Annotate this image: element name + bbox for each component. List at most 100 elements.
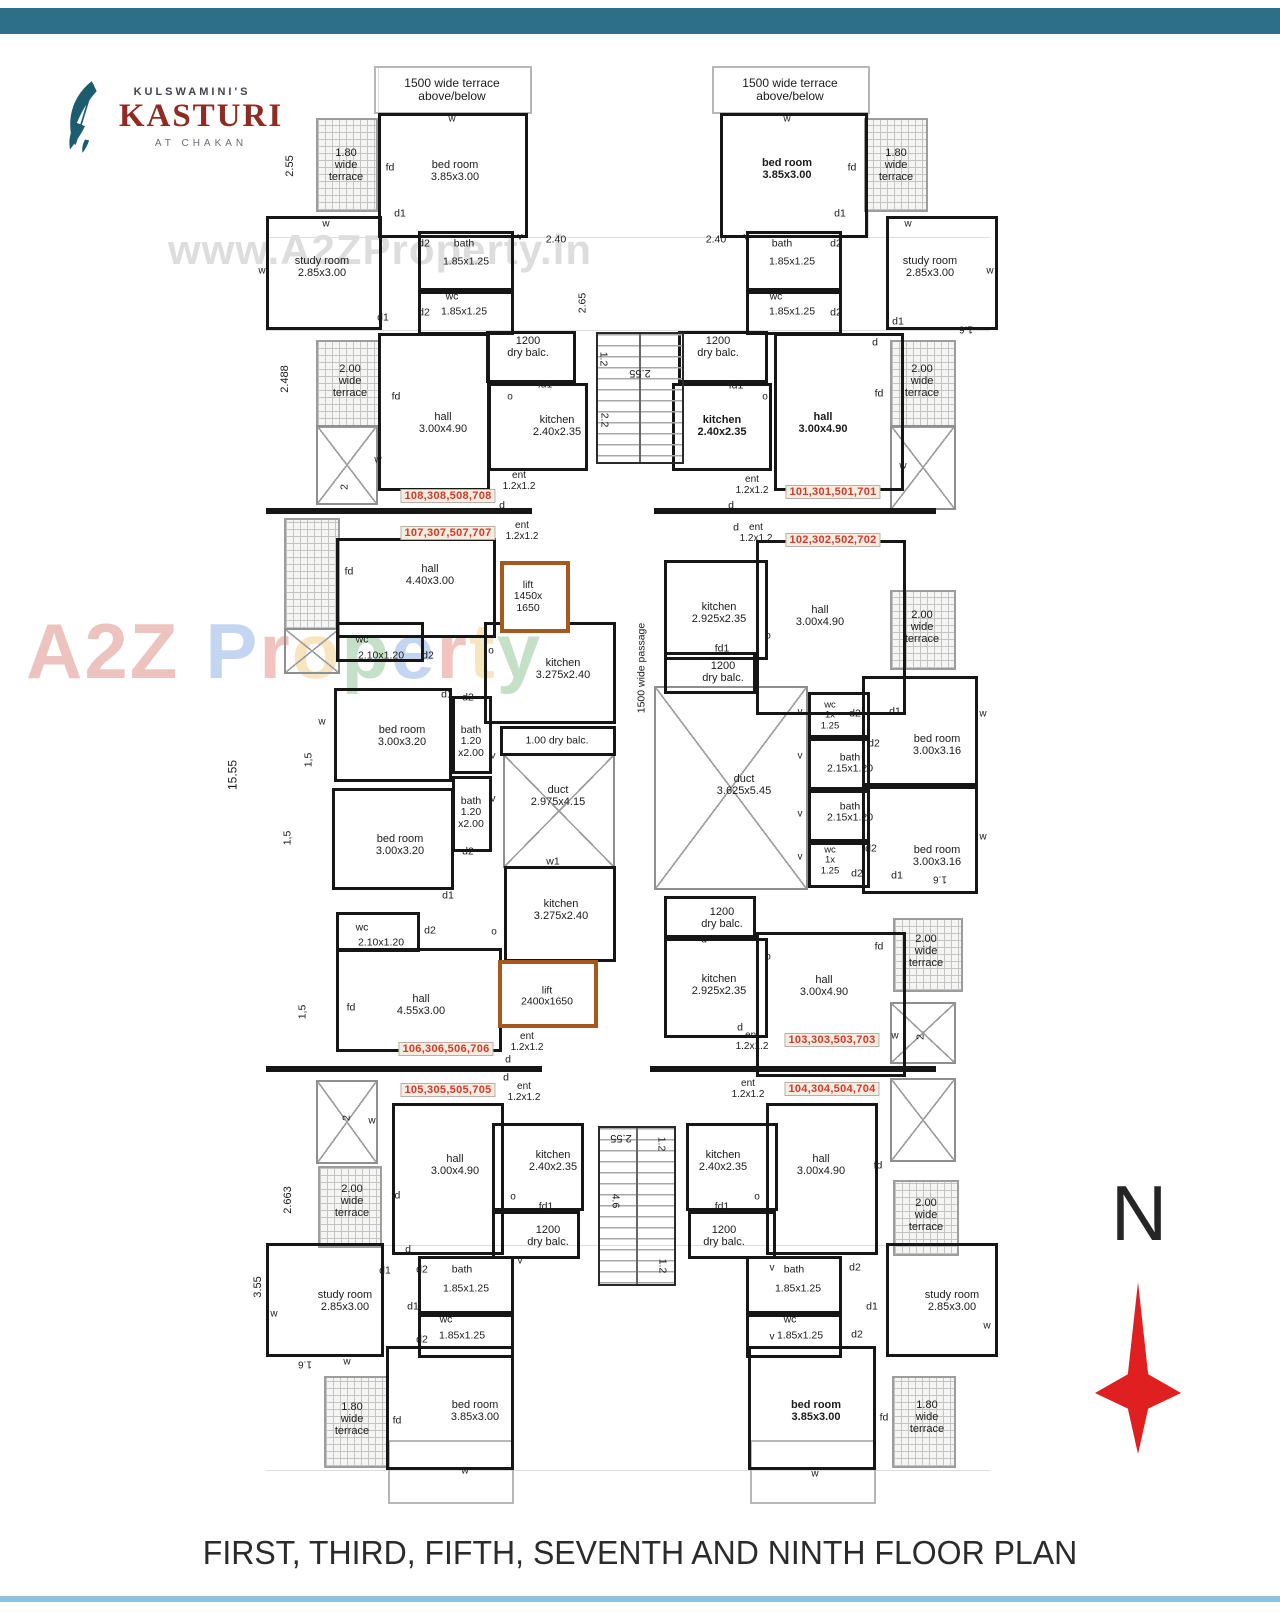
plan-text-label: d1 bbox=[892, 315, 904, 328]
plan-text-label: hall 4.55x3.00 bbox=[396, 993, 446, 1017]
plan-text-label: kitchen 2.40x2.35 bbox=[528, 1149, 578, 1173]
plan-text-label: ent 1.2x1.2 bbox=[505, 520, 539, 542]
plan-text-label: d1 bbox=[379, 1264, 391, 1277]
plan-text-label: 1.80 wide terrace bbox=[909, 1399, 945, 1435]
plan-text-label: fd bbox=[385, 161, 395, 174]
plan-text-label: duct 2.975x4.15 bbox=[530, 784, 586, 808]
plan-text-label: 1.2 bbox=[656, 1258, 669, 1274]
room-wall bbox=[688, 1211, 776, 1259]
plan-text-label: w bbox=[979, 831, 987, 843]
lift-shaft bbox=[498, 960, 598, 1028]
plan-text-label: ent 1.2x1.2 bbox=[739, 522, 773, 544]
plan-text-label: d2 bbox=[424, 924, 436, 937]
plan-text-label: o bbox=[762, 391, 768, 403]
plan-text-label: d1 bbox=[377, 311, 389, 324]
plan-text-label: kitchen 2.925x2.35 bbox=[691, 973, 747, 997]
plan-text-label: 1.85x1.25 bbox=[768, 305, 816, 318]
plan-text-label: w bbox=[983, 1320, 991, 1332]
plan-text-label: o bbox=[488, 645, 494, 657]
plan-text-label: wc bbox=[445, 290, 459, 303]
terrace-hatch bbox=[316, 340, 380, 428]
plan-text-label: 1.85x1.25 bbox=[774, 1282, 822, 1295]
plan-text-label: fd bbox=[392, 1414, 402, 1427]
room-wall bbox=[488, 383, 588, 471]
plan-text-label: w bbox=[904, 218, 912, 230]
terrace-outline bbox=[750, 1440, 876, 1504]
plan-text-label: d1 bbox=[442, 889, 454, 902]
room-wall bbox=[808, 790, 870, 842]
watermark-letter: p bbox=[341, 607, 392, 695]
terrace-hatch bbox=[324, 1376, 388, 1468]
plan-text-label: o bbox=[765, 951, 771, 963]
plan-text-label: d2 bbox=[416, 1263, 428, 1276]
plan-text-label: bath bbox=[453, 237, 475, 250]
plan-text-label: study room 2.85x3.00 bbox=[924, 1289, 980, 1313]
unit-number-label: 101,301,501,701 bbox=[785, 485, 881, 499]
plan-text-label: hall 3.00x4.90 bbox=[795, 604, 845, 628]
plan-text-label: d2 bbox=[416, 1333, 428, 1346]
plan-text-label: fd bbox=[879, 1411, 889, 1424]
plan-text-label: o bbox=[507, 391, 513, 403]
room-wall bbox=[492, 1123, 584, 1211]
plan-text-label: hall 3.00x4.90 bbox=[799, 974, 849, 998]
plan-text-label: w bbox=[461, 1465, 469, 1477]
staircase bbox=[598, 1126, 676, 1286]
plan-text-label: w bbox=[979, 708, 987, 720]
plan-text-label: d bbox=[733, 521, 739, 534]
plan-text-label: v bbox=[797, 706, 803, 718]
duct-box bbox=[316, 1080, 378, 1164]
plan-text-label: fd1 bbox=[714, 1200, 730, 1213]
plan-text-label: d bbox=[405, 1243, 411, 1256]
plan-text-label: 2.663 bbox=[282, 1186, 295, 1214]
room-wall bbox=[418, 1314, 514, 1358]
unit-number-label: 105,305,505,705 bbox=[400, 1083, 496, 1097]
plan-text-label: v bbox=[769, 1262, 775, 1274]
plan-text-label: w bbox=[891, 1030, 899, 1042]
plan-text-label: 2 bbox=[340, 1115, 353, 1121]
plan-text-label: d2 bbox=[865, 842, 877, 855]
plan-text-label: 2 bbox=[338, 484, 351, 490]
construction-line bbox=[266, 1470, 990, 1471]
plan-text-label: w bbox=[811, 1468, 819, 1480]
plan-text-label: 4.6 bbox=[609, 1193, 622, 1209]
plan-text-label: 2.65 bbox=[576, 292, 589, 314]
room-wall bbox=[862, 676, 978, 786]
plan-text-label: fd1 bbox=[714, 642, 730, 655]
plan-text-label: d1 bbox=[889, 705, 901, 718]
duct-box bbox=[503, 754, 615, 868]
plan-text-label: 2 bbox=[914, 1034, 927, 1040]
plan-text-label: study room 2.85x3.00 bbox=[902, 255, 958, 279]
room-wall bbox=[266, 1066, 542, 1072]
plan-text-label: kitchen 2.40x2.35 bbox=[697, 414, 747, 438]
plan-text-label: bed room 3.85x3.00 bbox=[430, 159, 480, 183]
plan-text-label: 1.6 bbox=[298, 1358, 312, 1370]
plan-text-label: 1200 dry balc. bbox=[702, 660, 744, 684]
plan-text-label: 1.85x1.25 bbox=[438, 1329, 486, 1342]
plan-text-label: d2 bbox=[849, 1261, 861, 1274]
room-wall bbox=[664, 560, 768, 660]
plan-text-label: fd bbox=[344, 565, 354, 578]
plan-text-label: v bbox=[797, 851, 803, 863]
plan-text-label: 1200 dry balc. bbox=[703, 1224, 745, 1248]
room-wall bbox=[664, 652, 756, 694]
plan-text-label: kitchen 2.925x2.35 bbox=[691, 601, 747, 625]
plan-text-label: fd1 bbox=[537, 378, 553, 391]
plan-text-label: w bbox=[986, 265, 994, 277]
plan-text-label: 2.00 wide terrace bbox=[904, 609, 940, 645]
plan-text-label: 2.55 bbox=[629, 366, 651, 379]
unit-number-label: 106,306,506,706 bbox=[398, 1042, 494, 1056]
plan-text-label: 2.10x1.20 bbox=[357, 649, 405, 662]
plan-text-label: hall 4.40x3.00 bbox=[405, 563, 455, 587]
room-wall bbox=[266, 1243, 384, 1357]
plan-text-label: 1.85x1.25 bbox=[776, 1329, 824, 1342]
duct-box bbox=[890, 1002, 956, 1064]
plan-text-label: lift 2400x1650 bbox=[521, 984, 573, 1008]
plan-text-label: 1.00 dry balc. bbox=[525, 734, 589, 747]
terrace-hatch bbox=[316, 118, 378, 212]
duct-box bbox=[654, 686, 808, 890]
room-wall bbox=[862, 786, 978, 894]
plan-text-label: 2.00 wide terrace bbox=[908, 1197, 944, 1233]
plan-text-label: bed room 3.00x3.16 bbox=[912, 844, 962, 868]
plan-text-label: 2.55 bbox=[284, 155, 297, 177]
plan-text-label: 1200 dry balc. bbox=[507, 335, 549, 359]
